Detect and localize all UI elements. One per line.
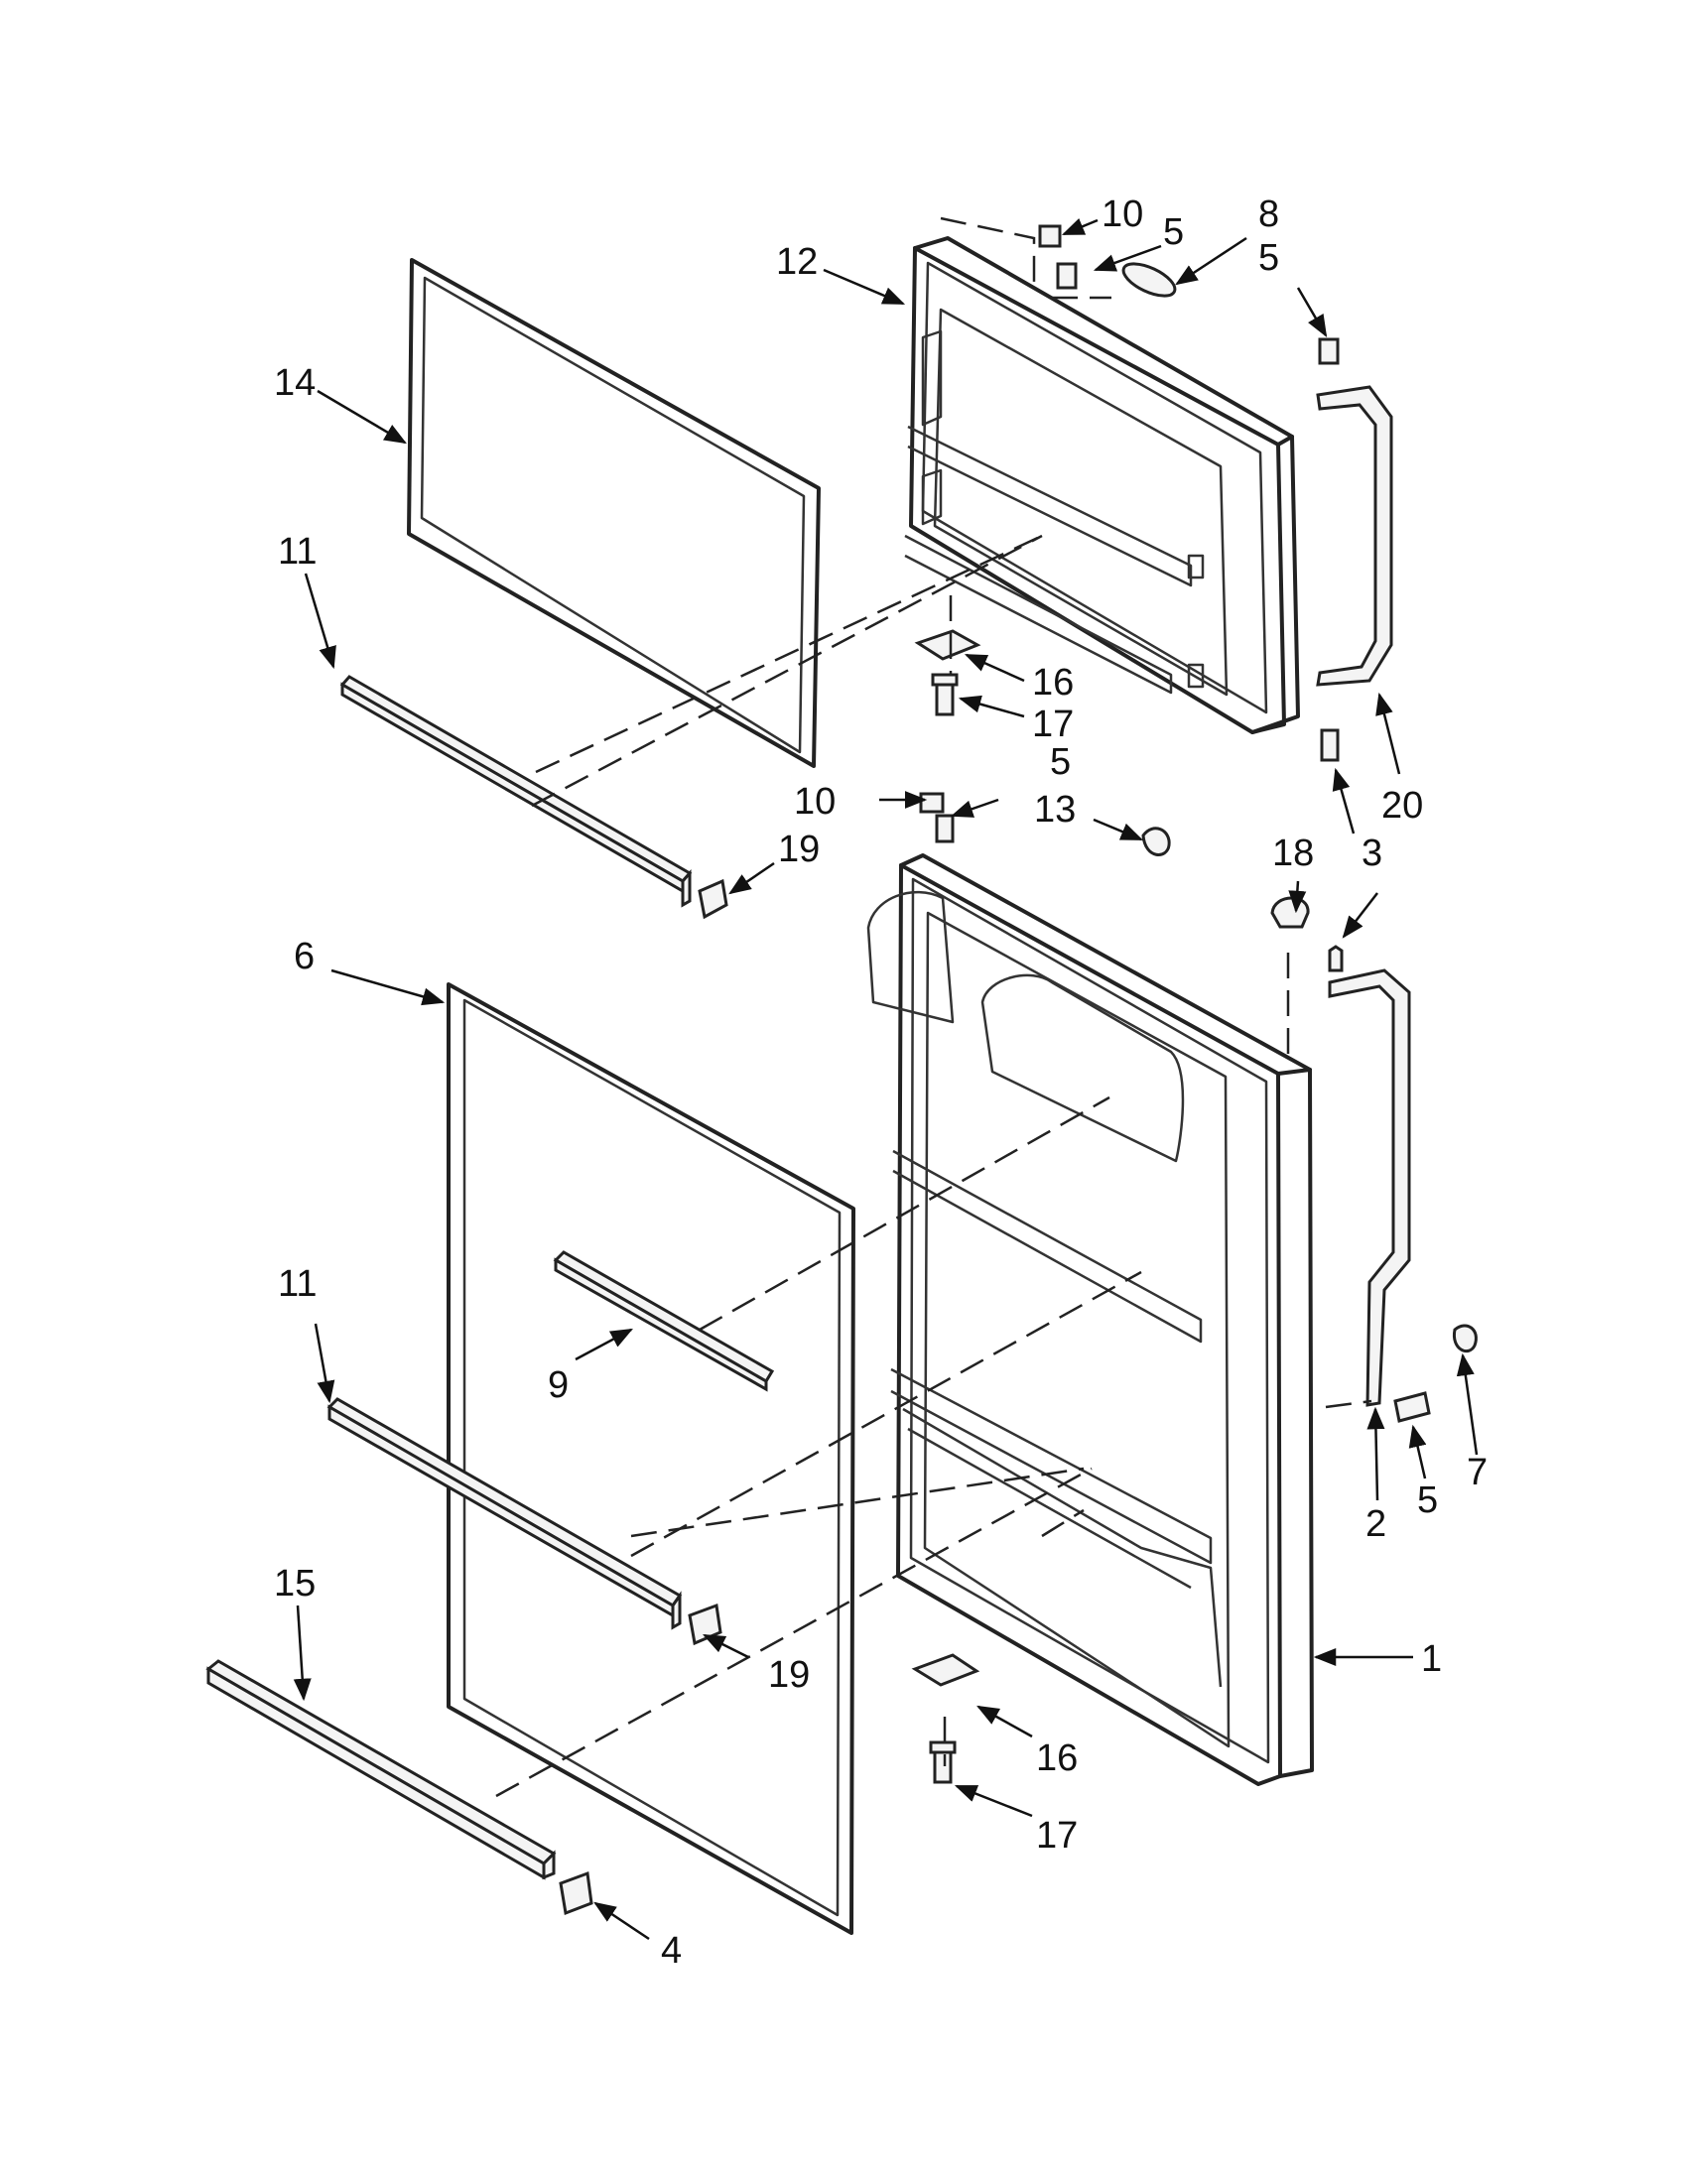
fresh-food-handle [1328,968,1411,1407]
label-part-18: 18 [1272,833,1314,874]
fresh-food-door-gasket [447,982,855,1935]
label-part-12: 12 [776,241,818,283]
label-part-17-upper: 17 [1032,704,1074,745]
label-part-13: 13 [1034,789,1076,831]
label-part-2: 2 [1365,1503,1386,1545]
fresh-food-door [866,853,1314,1786]
label-part-10-upper: 10 [1102,193,1143,235]
label-part-14: 14 [274,362,316,404]
label-part-8: 8 [1258,193,1279,235]
label-part-6: 6 [294,936,315,977]
upper-hinge-parts [914,224,1340,856]
bottom-trim-bar [205,1659,557,1880]
fresh-food-shelf-bar [326,1397,683,1630]
freezer-shelf-bar [339,675,693,908]
label-part-20: 20 [1381,785,1423,827]
label-part-3: 3 [1362,833,1382,874]
label-part-9: 9 [548,1364,569,1406]
label-part-11-lower: 11 [278,1263,317,1305]
label-part-16-upper: 16 [1032,662,1074,704]
label-part-10-lower: 10 [794,781,836,823]
label-part-5-handle-bottom: 5 [1417,1479,1438,1521]
label-part-19-upper: 19 [778,829,820,870]
label-part-4: 4 [661,1930,682,1972]
callout-leaders [293,217,1479,1941]
label-part-11-upper: 11 [278,531,317,573]
alignment-lines [495,216,1372,1798]
label-part-1: 1 [1421,1638,1442,1680]
label-part-5-mid: 5 [1050,741,1071,783]
trim-end-cap [559,1870,593,1916]
label-part-19-lower: 19 [768,1654,810,1696]
label-part-17-lower: 17 [1036,1815,1078,1857]
freezer-door [904,236,1300,734]
shelf-clip-lower [688,1603,722,1646]
label-part-5-top: 5 [1163,211,1184,253]
door-shelf-bar-middle [553,1250,775,1392]
callout-labels: 10 5 8 5 12 14 11 16 17 20 10 5 13 19 18… [274,193,1488,1972]
label-part-5-handle-top: 5 [1258,237,1279,279]
label-part-16-lower: 16 [1036,1737,1078,1779]
shelf-clip-upper [698,878,728,920]
label-part-7: 7 [1467,1452,1488,1493]
freezer-door-gasket [407,258,821,768]
label-part-15: 15 [274,1563,316,1605]
freezer-handle [1316,385,1393,687]
